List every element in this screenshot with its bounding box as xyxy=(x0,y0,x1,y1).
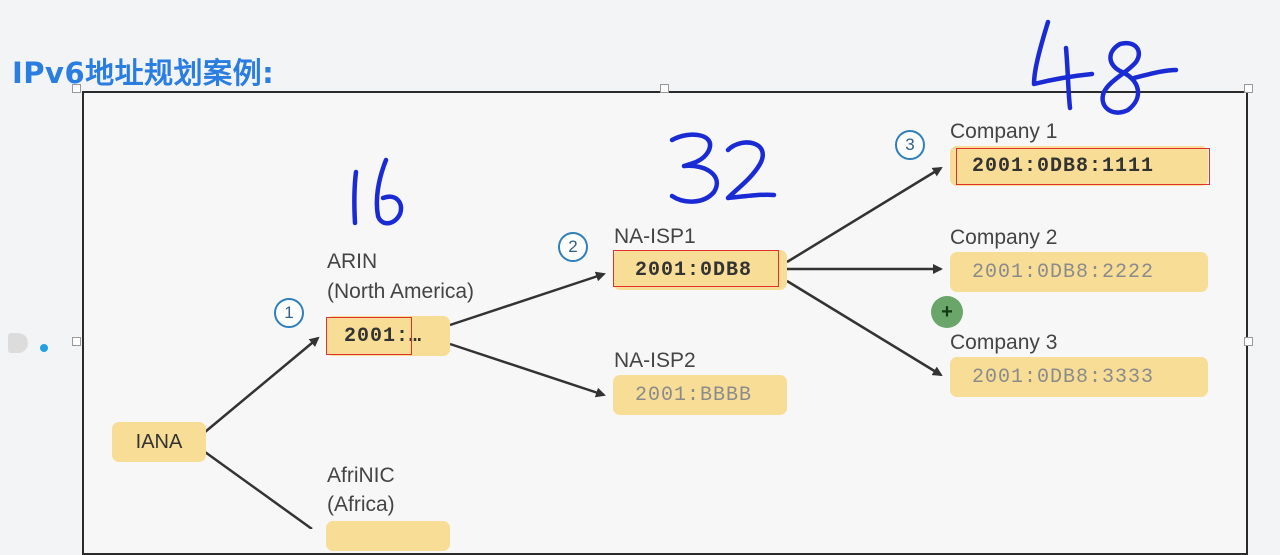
company3-prefix: 2001:0DB8:3333 xyxy=(972,365,1155,389)
company1-highlight xyxy=(956,148,1210,185)
arin-name: ARIN xyxy=(327,250,378,273)
slide-pager-icon[interactable] xyxy=(8,333,28,353)
arin-prefix: 2001:… xyxy=(344,324,423,348)
arrow-naisp1-company3 xyxy=(786,279,943,377)
selection-handle[interactable] xyxy=(72,84,81,93)
handwritten-48 xyxy=(1031,19,1179,115)
arin-region: (North America) xyxy=(327,280,475,303)
na-isp1-prefix: 2001:0DB8 xyxy=(635,258,753,282)
company1-name: Company 1 xyxy=(950,120,1058,143)
connector-arrows xyxy=(204,166,943,529)
selection-handle[interactable] xyxy=(1244,337,1253,346)
step-2-badge: 2 xyxy=(558,232,588,262)
na-isp1-name: NA-ISP1 xyxy=(614,225,696,248)
handwritten-16 xyxy=(352,157,404,226)
na-isp2-name: NA-ISP2 xyxy=(614,349,696,372)
add-cursor-icon[interactable]: + xyxy=(931,296,963,328)
iana-node: IANA xyxy=(112,422,206,462)
handwritten-32 xyxy=(669,132,777,204)
arrow-iana-afrinic xyxy=(204,450,313,529)
na-isp1-prefix-box: 2001:0DB8 xyxy=(613,250,787,290)
company1-prefix: 2001:0DB8:1111 xyxy=(972,154,1155,178)
selection-handle[interactable] xyxy=(1244,84,1253,93)
selection-handle[interactable] xyxy=(72,337,81,346)
arrow-arin-naisp2 xyxy=(449,342,606,398)
slide-indicator-dot xyxy=(40,344,48,352)
selection-handle[interactable] xyxy=(660,84,669,93)
arrow-arin-naisp1 xyxy=(449,271,606,327)
step-1-badge: 1 xyxy=(274,298,304,328)
arrow-naisp1-company1 xyxy=(786,166,943,264)
step-3-badge: 3 xyxy=(895,130,925,160)
arin-prefix-box: 2001:… xyxy=(326,316,450,356)
na-isp1-highlight xyxy=(613,250,779,287)
arrow-iana-arin xyxy=(204,336,320,433)
afrinic-name: AfriNIC xyxy=(327,464,395,487)
company3-prefix-box: 2001:0DB8:3333 xyxy=(950,357,1208,397)
company2-prefix: 2001:0DB8:2222 xyxy=(972,260,1155,284)
company1-prefix-box: 2001:0DB8:1111 xyxy=(950,146,1208,186)
na-isp2-prefix-box: 2001:BBBB xyxy=(613,375,787,415)
company3-name: Company 3 xyxy=(950,331,1058,354)
iana-label: IANA xyxy=(135,430,183,453)
arin-highlight xyxy=(326,317,412,355)
company2-name: Company 2 xyxy=(950,226,1058,249)
afrinic-region: (Africa) xyxy=(327,493,395,516)
slide-title: IPv6地址规划案例: xyxy=(12,56,275,90)
company2-prefix-box: 2001:0DB8:2222 xyxy=(950,252,1208,292)
na-isp2-prefix: 2001:BBBB xyxy=(635,383,753,407)
handwritten-notes xyxy=(352,19,1179,226)
